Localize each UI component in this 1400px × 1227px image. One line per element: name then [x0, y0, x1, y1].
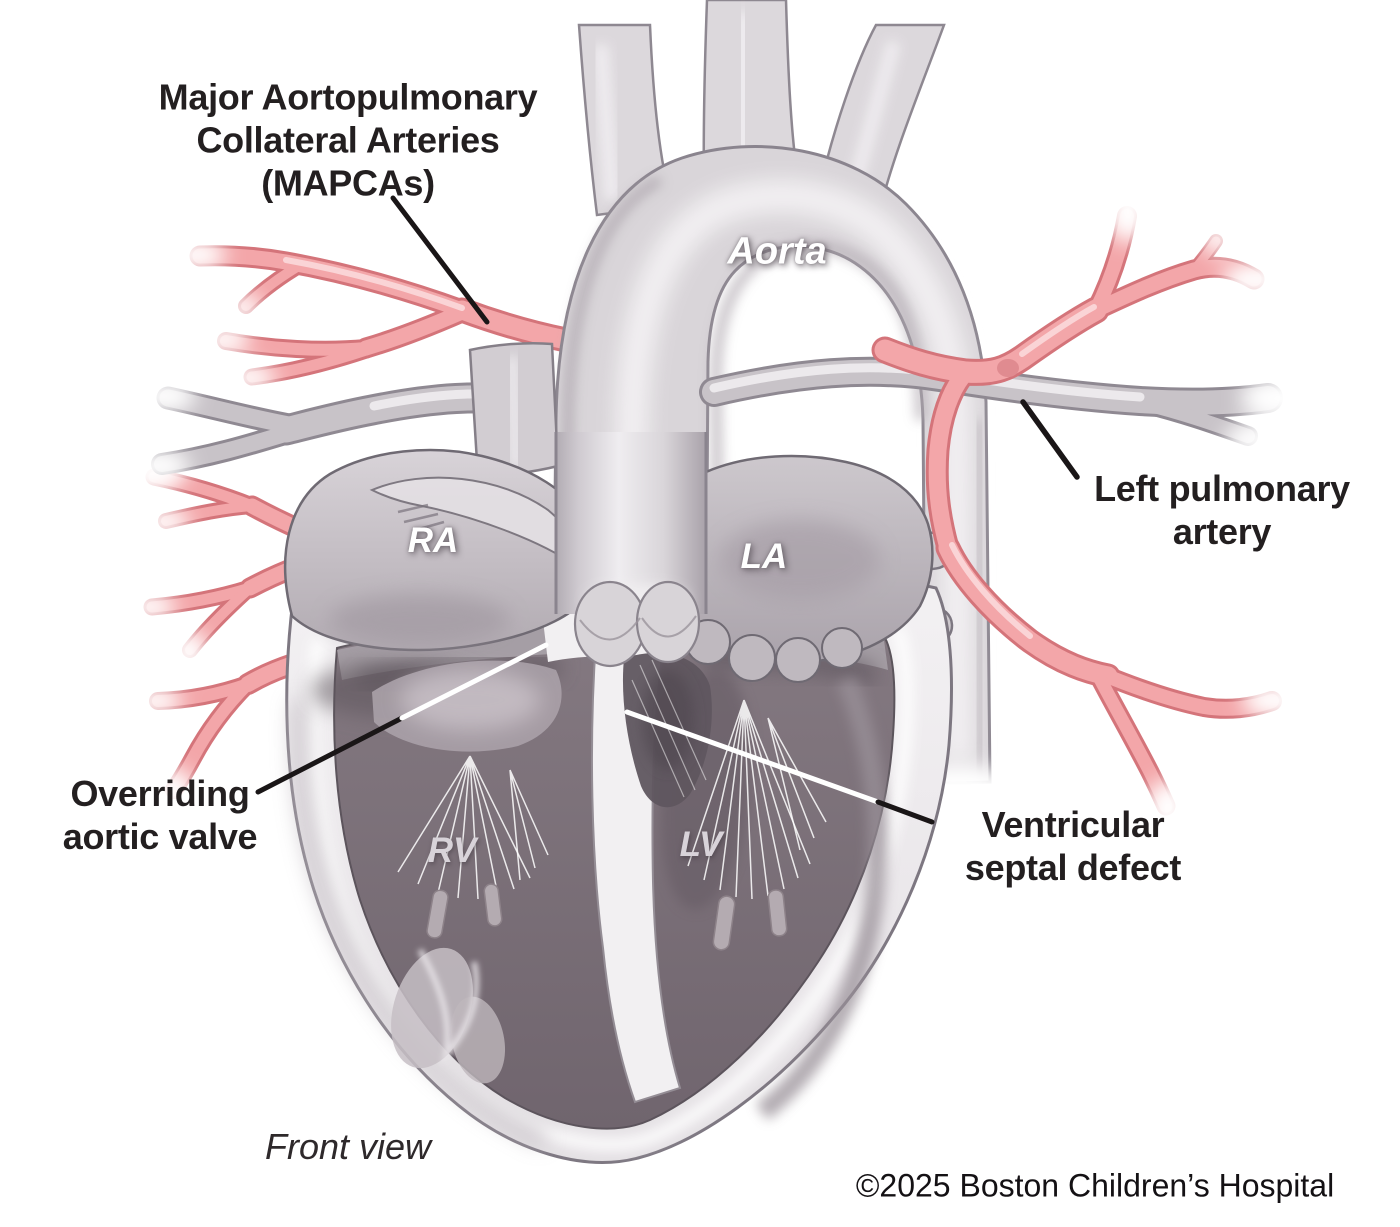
rv-papillary-muscle	[483, 883, 503, 927]
rv-trabeculae	[417, 948, 480, 1065]
heart-interior	[310, 606, 896, 1130]
lpa-label-line2: artery	[1172, 511, 1272, 552]
mapca-right-arteries	[871, 182, 1310, 836]
rv-papillary-muscle	[426, 889, 449, 939]
mapca-label: Major Aortopulmonary Collateral Arteries…	[159, 76, 538, 205]
copyright-text: ©2025 Boston Children’s Hospital	[855, 1167, 1335, 1204]
mapca-leader-line	[390, 195, 490, 325]
oav-leader-line-white	[399, 642, 549, 721]
aortic-arch-branches	[577, 0, 946, 217]
aorta-label: Aorta	[727, 230, 827, 273]
lpa-label-line1: Left pulmonary	[1094, 468, 1350, 509]
leader-lines	[255, 195, 1080, 825]
aorta-highlight	[613, 179, 975, 761]
overriding-aortic-valve-label: Overriding aortic valve	[63, 772, 258, 858]
right-atrium-label: RA	[407, 521, 459, 560]
left-ventricle-label: LV	[679, 825, 723, 864]
mapca-label-line2: Collateral Arteries	[196, 119, 500, 161]
la-scallop	[775, 637, 821, 683]
left-pulmonary-artery-vessel	[699, 356, 1330, 458]
right-ventricle-label: RV	[427, 831, 477, 870]
vsd-label-line1: Ventricular	[981, 804, 1165, 845]
artery-crossing-twist	[997, 359, 1019, 377]
la-scallop	[728, 634, 776, 682]
vsd-leader-line-black	[875, 799, 935, 825]
lv-chordae	[687, 699, 827, 900]
aorta-root	[554, 432, 708, 614]
mapca-label-line1: Major Aortopulmonary	[158, 76, 538, 118]
lv-papillary-muscle	[767, 889, 788, 937]
vessel-fade-left	[120, 239, 276, 816]
la-scallop	[821, 627, 863, 669]
ventricular-septal-defect-shape	[622, 653, 712, 808]
oav-leader-line-black	[255, 715, 405, 795]
vsd-leader-line-white	[624, 709, 881, 805]
lpa-leader-line	[1020, 399, 1080, 480]
rv-chordae	[397, 755, 549, 900]
left-atrium-label: LA	[740, 537, 788, 576]
vessel-fade-right	[1106, 182, 1310, 836]
ventricular-septal-defect-label: Ventricular septal defect	[965, 803, 1181, 889]
aortic-valve-shape	[573, 580, 701, 668]
oav-label-line1: Overriding	[70, 773, 250, 814]
oav-label-line2: aortic valve	[62, 816, 258, 857]
left-pulmonary-artery-label: Left pulmonary artery	[1094, 467, 1350, 553]
mapca-label-line3: (MAPCAs)	[261, 162, 435, 204]
lv-papillary-muscle	[712, 895, 736, 951]
vsd-label-line2: septal defect	[964, 847, 1182, 888]
view-caption: Front view	[264, 1126, 432, 1167]
